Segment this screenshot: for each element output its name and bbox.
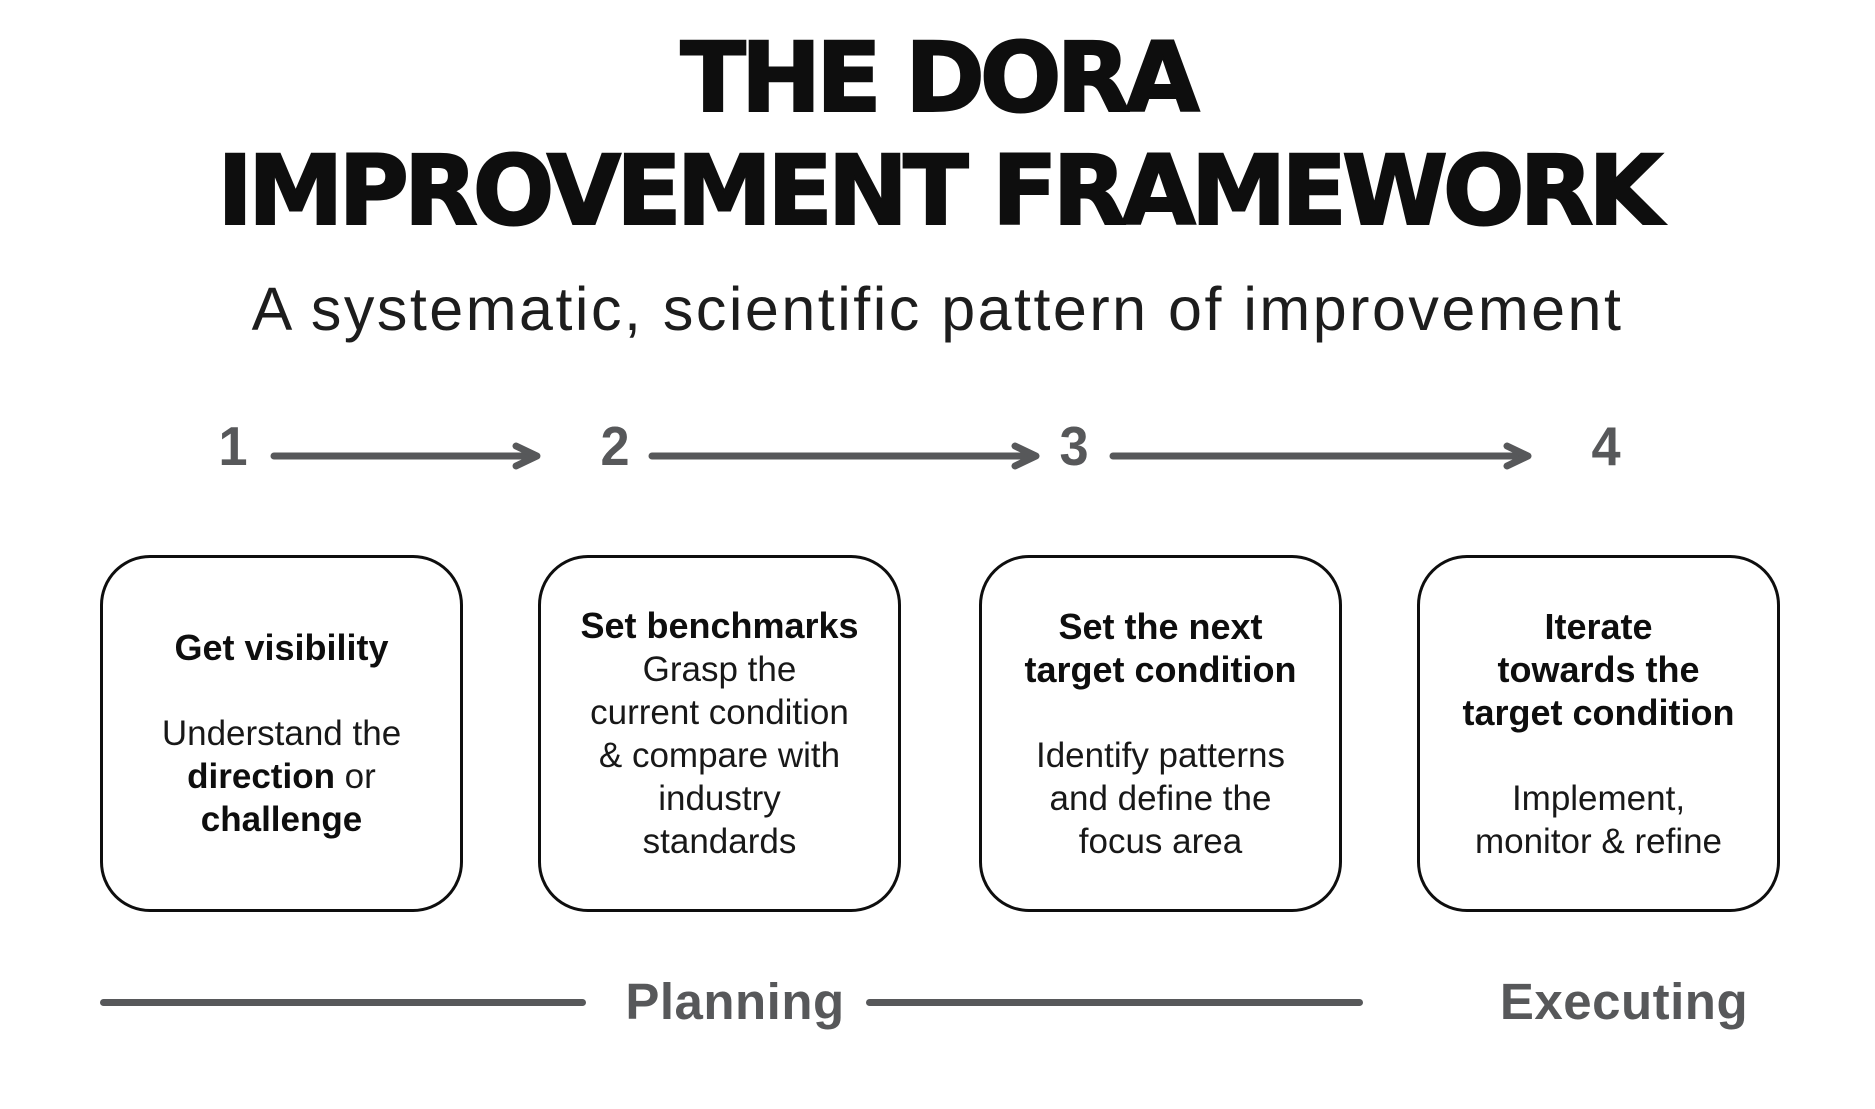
step-title: Set benchmarks: [580, 605, 859, 646]
step-number-3: 3: [1059, 415, 1089, 477]
step-body-text: or: [344, 757, 376, 796]
page-title-line-1: THE DORA: [679, 21, 1200, 135]
page-title-line-2: IMPROVEMENT FRAMEWORK: [216, 134, 1664, 248]
step-box-get-visibility: Get visibility Understand the direction …: [100, 555, 463, 912]
phase-divider-line: [866, 999, 1363, 1006]
page-title: THE DORA IMPROVEMENT FRAMEWORK: [0, 21, 1875, 248]
phase-label-planning: Planning: [625, 973, 845, 1030]
right-arrow-icon: [270, 441, 545, 471]
step-title: Set the next target condition: [1024, 605, 1297, 690]
right-arrow-icon: [1109, 441, 1536, 471]
step-body-bold-text: direction: [187, 757, 335, 796]
step-body-bold-text: challenge: [200, 800, 363, 839]
step-box-set-benchmarks: Set benchmarks Grasp the current conditi…: [538, 555, 901, 912]
page-subtitle: A systematic, scientific pattern of impr…: [251, 275, 1624, 343]
step-title: Iterate towards the target condition: [1462, 605, 1735, 733]
step-body: Implement, monitor & refine: [1474, 778, 1723, 861]
right-arrow-icon: [648, 441, 1044, 471]
step-title: Get visibility: [174, 627, 389, 668]
step-body-text: Understand the: [161, 714, 402, 753]
step-number-4: 4: [1591, 415, 1621, 477]
step-body: Grasp the current condition & compare wi…: [590, 650, 849, 861]
phase-divider-line: [100, 999, 586, 1006]
step-number-1: 1: [218, 415, 248, 477]
step-box-iterate-towards-target: Iterate towards the target condition Imp…: [1417, 555, 1780, 912]
step-box-set-next-target-condition: Set the next target condition Identify p…: [979, 555, 1342, 912]
step-body: Understand the direction or challenge: [162, 712, 401, 841]
phase-label-executing: Executing: [1499, 973, 1749, 1030]
step-body: Identify patterns and define the focus a…: [1035, 735, 1286, 861]
step-number-2: 2: [600, 415, 630, 477]
